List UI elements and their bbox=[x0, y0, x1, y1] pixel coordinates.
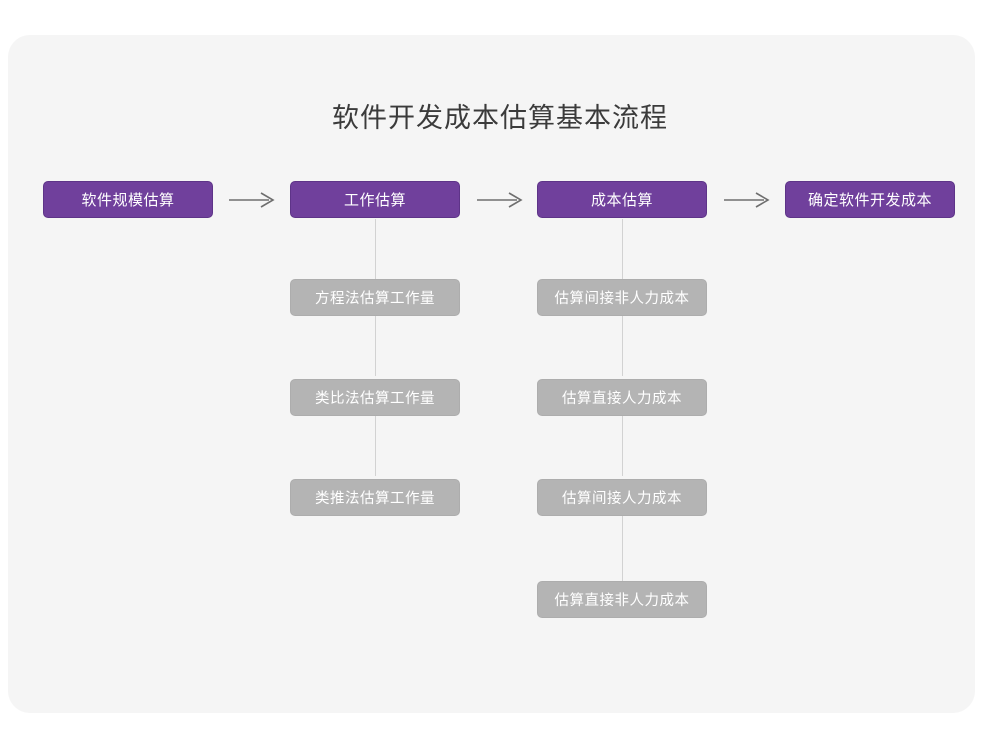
substep-node-cost-3[interactable]: 估算间接人力成本 bbox=[537, 479, 707, 516]
arrow-stage1-to-stage2 bbox=[228, 188, 276, 212]
connector-line-work-2 bbox=[375, 316, 376, 376]
stage-node-determine-development-cost[interactable]: 确定软件开发成本 bbox=[785, 181, 955, 218]
content-card bbox=[8, 35, 975, 713]
substep-node-cost-4[interactable]: 估算直接非人力成本 bbox=[537, 581, 707, 618]
stage-node-software-size-estimation[interactable]: 软件规模估算 bbox=[43, 181, 213, 218]
substep-node-work-3[interactable]: 类推法估算工作量 bbox=[290, 479, 460, 516]
substep-node-work-1[interactable]: 方程法估算工作量 bbox=[290, 279, 460, 316]
stage-node-cost-estimation[interactable]: 成本估算 bbox=[537, 181, 707, 218]
connector-line-cost-2 bbox=[622, 316, 623, 376]
arrow-stage2-to-stage3 bbox=[476, 188, 524, 212]
connector-line-cost-3 bbox=[622, 416, 623, 476]
connector-line-cost-4 bbox=[622, 516, 623, 582]
substep-node-cost-1[interactable]: 估算间接非人力成本 bbox=[537, 279, 707, 316]
connector-line-cost-1 bbox=[622, 219, 623, 279]
stage-node-work-estimation[interactable]: 工作估算 bbox=[290, 181, 460, 218]
connector-line-work-3 bbox=[375, 416, 376, 476]
substep-node-cost-2[interactable]: 估算直接人力成本 bbox=[537, 379, 707, 416]
connector-line-work-1 bbox=[375, 219, 376, 279]
substep-node-work-2[interactable]: 类比法估算工作量 bbox=[290, 379, 460, 416]
arrow-stage3-to-stage4 bbox=[723, 188, 771, 212]
page-title: 软件开发成本估算基本流程 bbox=[332, 103, 668, 133]
